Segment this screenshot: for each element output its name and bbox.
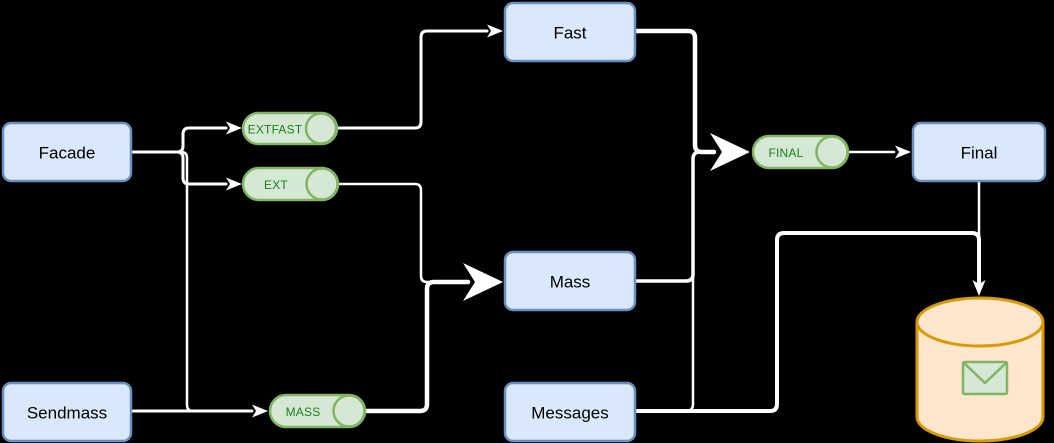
arrowheads-layer (226, 24, 986, 418)
arrowhead-into-finaltoggle (710, 133, 750, 171)
edge-ext-mass (337, 182, 464, 284)
toggle-final: FINAL (751, 134, 850, 170)
node-messages-label: Messages (531, 404, 608, 423)
node-fast-label: Fast (553, 24, 586, 43)
arrowhead-into-final (895, 145, 911, 159)
node-messages: Messages (503, 381, 637, 443)
edge-facade-extfast (129, 126, 228, 154)
arrowhead-into-database (972, 280, 986, 296)
node-facade: Facade (1, 121, 133, 183)
toggle-final-label: FINAL (768, 146, 803, 160)
toggle-knob (815, 135, 849, 169)
toggle-extfast-label: EXTFAST (248, 123, 303, 137)
toggle-knob (305, 167, 339, 201)
toggle-ext: EXT (241, 166, 340, 202)
arrowhead-into-fast (487, 24, 503, 38)
toggle-ext-label: EXT (264, 178, 288, 192)
node-final-label: Final (961, 144, 998, 163)
node-sendmass-label: Sendmass (27, 404, 107, 423)
edge-mass-final (633, 150, 716, 283)
node-mass: Mass (503, 250, 637, 312)
node-final: Final (911, 121, 1047, 183)
arrowhead-into-mass (463, 263, 503, 301)
toggle-mass: MASS (268, 393, 367, 429)
edge-facade-ext (129, 150, 228, 186)
toggle-extfast: EXTFAST (241, 111, 339, 146)
node-sendmass: Sendmass (1, 381, 133, 443)
edge-fast-final (632, 28, 717, 155)
edge-extfast-fast (336, 29, 489, 130)
edges-layer (129, 28, 981, 414)
envelope-icon (961, 360, 1009, 396)
node-fast: Fast (503, 1, 637, 63)
toggle-mass-label: MASS (286, 405, 321, 419)
arrowhead-into-masstoggle (252, 404, 268, 418)
database-cylinder (915, 296, 1045, 443)
node-mass-label: Mass (550, 273, 591, 292)
node-facade-label: Facade (39, 144, 96, 163)
toggle-knob (304, 112, 338, 145)
arrowhead-into-ext (226, 177, 242, 191)
edge-messages-final (633, 158, 695, 413)
edge-masstoggle-mass (362, 279, 471, 414)
edge-facade-mass (129, 150, 224, 413)
edge-messages-database (633, 231, 981, 413)
arrowhead-into-extfast (226, 121, 242, 135)
toggle-knob (332, 394, 366, 428)
